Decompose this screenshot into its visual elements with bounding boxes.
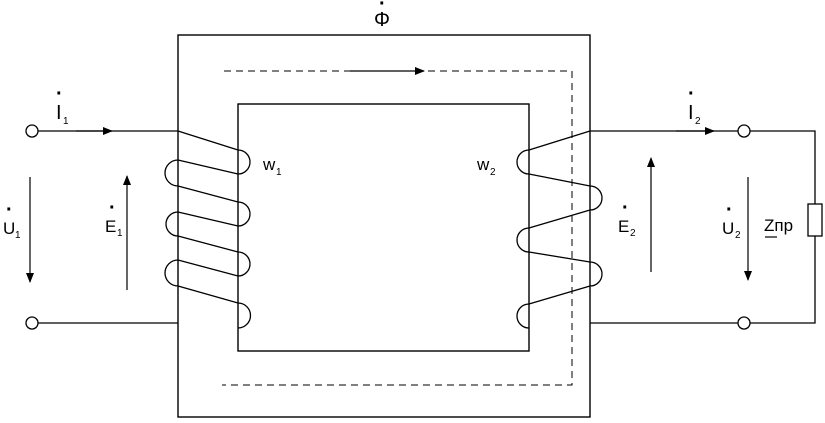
current-i1-symbol: I	[56, 102, 62, 124]
winding-w1-symbol: w	[262, 155, 276, 174]
secondary-winding	[516, 130, 603, 329]
winding-w2-symbol: w	[476, 155, 490, 174]
load-label: Zпр	[764, 216, 793, 235]
load-wire-top	[750, 130, 816, 204]
primary-winding	[164, 130, 252, 329]
emf-e1-dot: ·	[109, 197, 116, 219]
flux-path	[222, 70, 573, 386]
current-i2-dot: ·	[688, 83, 695, 105]
flux-label: Φ	[374, 9, 390, 31]
secondary-terminal-top	[737, 124, 751, 138]
flux-dot: ·	[379, 0, 386, 15]
primary-terminal-bottom	[25, 316, 39, 330]
voltage-u2-index: 2	[735, 230, 741, 241]
primary-terminal-top	[25, 124, 39, 138]
load-resistor	[807, 203, 823, 237]
voltage-u1-dot: ·	[6, 199, 13, 221]
current-i2-index: 2	[695, 116, 701, 127]
emf-e2-symbol: E	[618, 217, 629, 236]
load-wire-bottom	[750, 236, 816, 324]
voltage-u1-index: 1	[15, 230, 21, 241]
emf-e1-symbol: E	[105, 217, 116, 236]
current-i1-index: 1	[63, 116, 69, 127]
winding-w1-index: 1	[276, 167, 282, 178]
secondary-terminal-bottom	[737, 316, 751, 330]
winding-w2-index: 2	[490, 167, 496, 178]
emf-e2-index: 2	[630, 228, 636, 239]
voltage-u2-symbol: U	[722, 219, 734, 238]
emf-e1-index: 1	[117, 228, 123, 239]
current-i1-dot: ·	[56, 83, 63, 105]
voltage-u2-dot: ·	[726, 199, 733, 221]
current-i2-symbol: I	[688, 102, 694, 124]
emf-e2-dot: ·	[622, 197, 629, 219]
voltage-u1-symbol: U	[3, 219, 15, 238]
core-outer	[177, 34, 591, 418]
core-window	[237, 103, 530, 352]
